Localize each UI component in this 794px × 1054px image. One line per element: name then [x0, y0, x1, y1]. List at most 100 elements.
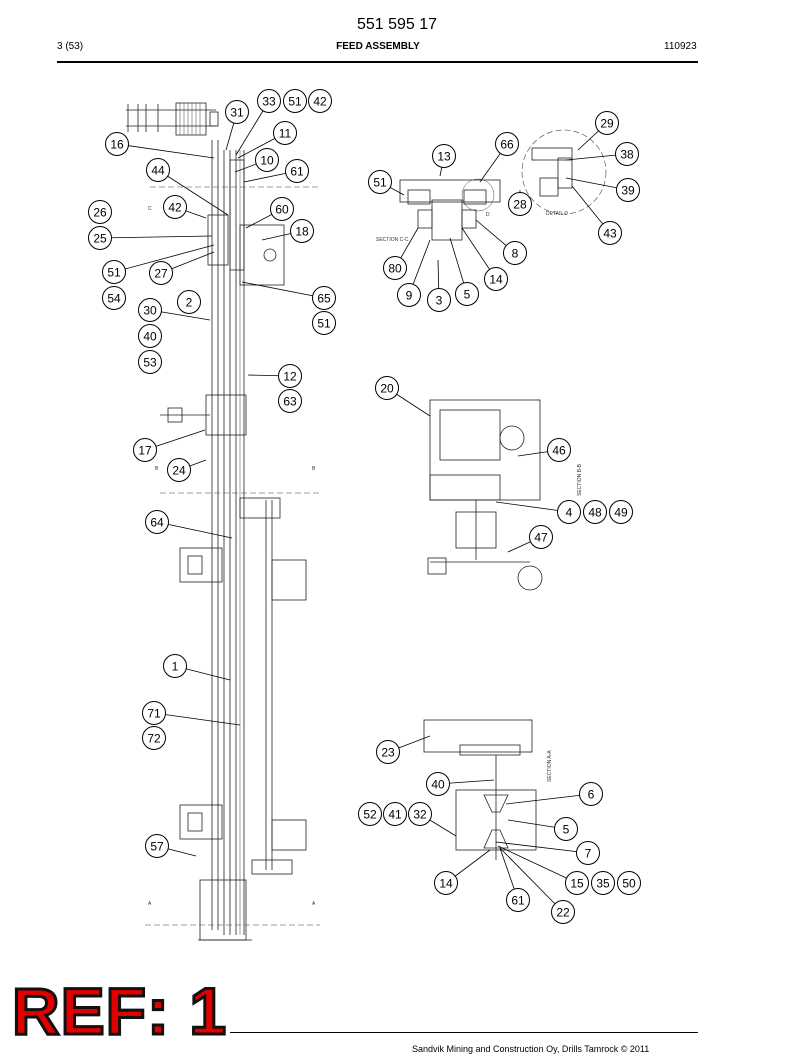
feed-beam-view: C B B A A — [126, 102, 320, 941]
callout-number: 33 — [262, 95, 276, 109]
leader-line — [113, 244, 215, 273]
callout-number: 13 — [437, 150, 451, 164]
callout-balloon-27: 27 — [149, 261, 173, 285]
callout-number: 39 — [621, 184, 635, 198]
callout-number: 41 — [388, 808, 402, 822]
callout-number: 32 — [413, 808, 427, 822]
callout-number: 50 — [622, 877, 636, 891]
callout-number: 29 — [600, 117, 614, 131]
section-aa-label: SECTION A-A — [547, 750, 553, 782]
callout-number: 7 — [585, 847, 592, 861]
callout-balloon-51: 51 — [368, 170, 392, 194]
section-aa-view: SECTION A-A — [423, 719, 553, 860]
section-bb-label: SECTION B-B — [577, 463, 583, 496]
page-number: 3 (53) — [57, 41, 84, 52]
callout-number: 44 — [151, 164, 165, 178]
callout-balloon-31: 31 — [225, 100, 249, 124]
callout-balloon-12: 12 — [278, 364, 302, 388]
callout-balloon-6: 6 — [579, 782, 603, 806]
callout-balloon-42: 42 — [308, 89, 332, 113]
callout-number: 5 — [563, 823, 570, 837]
callout-number: 51 — [288, 95, 302, 109]
callout-number: 35 — [596, 877, 610, 891]
callout-balloon-11: 11 — [273, 121, 297, 145]
callout-balloon-10: 10 — [255, 148, 279, 172]
callout-number: 30 — [143, 304, 157, 318]
callout-number: 4 — [566, 506, 573, 520]
callout-balloon-3: 3 — [427, 288, 451, 312]
callout-number: 11 — [279, 127, 292, 141]
leader-line — [495, 841, 589, 854]
callout-balloon-7: 7 — [576, 841, 600, 865]
leader-line — [157, 169, 229, 216]
callout-balloon-43: 43 — [598, 221, 622, 245]
callout-balloon-20: 20 — [375, 376, 399, 400]
callout-balloon-41: 41 — [383, 802, 407, 826]
callout-number: 66 — [500, 138, 514, 152]
callout-number: 8 — [512, 247, 519, 261]
callout-balloon-40: 40 — [426, 772, 450, 796]
callout-balloon-25: 25 — [88, 226, 112, 250]
callout-balloon-22: 22 — [551, 900, 575, 924]
callout-number: 64 — [150, 516, 164, 530]
callout-balloon-30: 30 — [138, 298, 162, 322]
callout-number: 18 — [295, 225, 309, 239]
ref-badge: REF: 1 — [10, 974, 228, 1048]
callout-number: 24 — [172, 464, 186, 478]
callout-balloon-44: 44 — [146, 158, 170, 182]
callout-balloon-29: 29 — [595, 111, 619, 135]
header-rule — [57, 61, 698, 63]
callout-balloon-5: 5 — [554, 817, 578, 841]
callout-balloon-72: 72 — [142, 726, 166, 750]
callout-number: 9 — [406, 289, 413, 303]
callout-balloon-18: 18 — [290, 219, 314, 243]
callout-balloon-66: 66 — [495, 132, 519, 156]
leader-line — [497, 845, 578, 884]
callout-number: 26 — [93, 206, 107, 220]
callout-balloon-61: 61 — [506, 888, 530, 912]
callout-number: 28 — [513, 198, 527, 212]
callout-number: 40 — [143, 330, 157, 344]
callout-number: 65 — [317, 292, 331, 306]
callout-balloon-39: 39 — [616, 178, 640, 202]
callout-number: 15 — [570, 877, 584, 891]
callout-balloon-53: 53 — [138, 350, 162, 374]
callout-number: 12 — [283, 370, 297, 384]
section-mark-a: A — [148, 901, 152, 907]
callout-number: 80 — [388, 262, 402, 276]
callout-number: 16 — [110, 138, 124, 152]
callout-number: 51 — [107, 266, 121, 280]
callout-balloon-42: 42 — [163, 195, 187, 219]
callout-balloon-32: 32 — [408, 802, 432, 826]
callout-number: 60 — [275, 203, 289, 217]
callout-number: 51 — [373, 176, 387, 190]
callout-number: 48 — [588, 506, 602, 520]
section-bb-view: SECTION B-B — [427, 399, 583, 591]
callout-balloon-52: 52 — [358, 802, 382, 826]
callout-number: 43 — [603, 227, 617, 241]
callout-number: 40 — [431, 778, 445, 792]
section-mark-b: B — [155, 466, 159, 472]
callout-number: 22 — [556, 906, 570, 920]
callout-balloon-50: 50 — [617, 871, 641, 895]
callout-number: 42 — [313, 95, 327, 109]
callout-number: 52 — [363, 808, 377, 822]
callout-balloon-28: 28 — [508, 192, 532, 216]
callout-balloon-51: 51 — [283, 89, 307, 113]
callout-balloon-61: 61 — [285, 159, 309, 183]
callout-number: 46 — [552, 444, 566, 458]
callout-number: 42 — [168, 201, 182, 215]
callout-balloon-16: 16 — [105, 132, 129, 156]
callout-balloon-40: 40 — [138, 324, 162, 348]
callout-number: 54 — [107, 292, 121, 306]
section-mark-a2: A — [312, 901, 316, 907]
document-date: 110923 — [664, 41, 697, 52]
callout-number: 57 — [150, 840, 164, 854]
detail-d-label: DETAIL D — [546, 211, 568, 217]
detail-d-view: DETAIL D D — [486, 129, 607, 218]
callout-number: 72 — [147, 732, 161, 746]
callout-balloon-5: 5 — [455, 282, 479, 306]
callout-number: 20 — [380, 382, 394, 396]
